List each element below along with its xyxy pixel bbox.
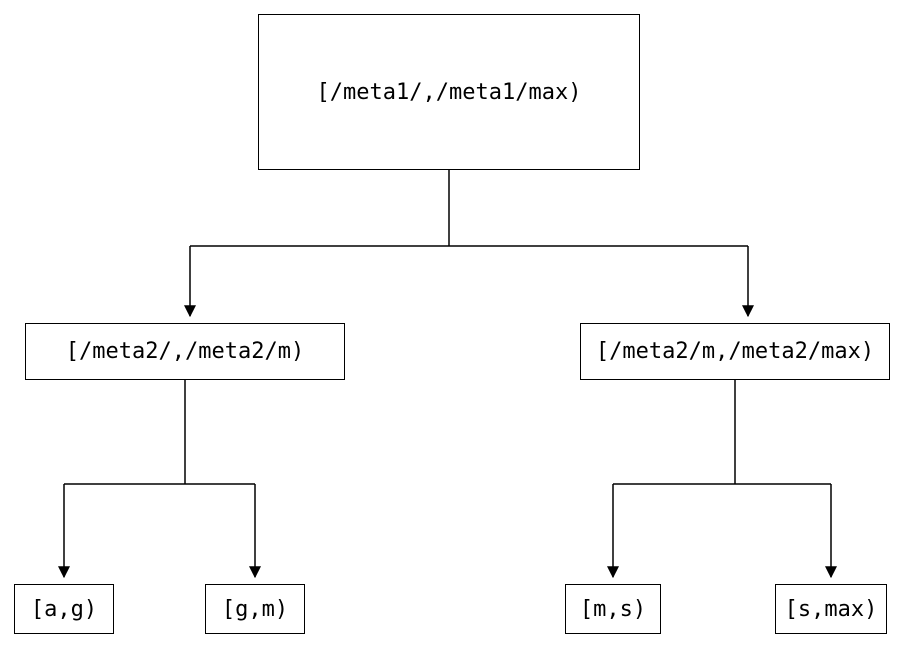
- left-child-node-label: [/meta2/,/meta2/m): [65, 339, 305, 364]
- leaf-node-gm-label: [g,m): [221, 596, 289, 622]
- left-child-node: [/meta2/,/meta2/m): [25, 323, 345, 380]
- root-node-label: [/meta1/,/meta1/max): [316, 79, 582, 105]
- leaf-node-smax-label: [s,max): [784, 596, 878, 622]
- leaf-node-gm: [g,m): [205, 584, 305, 634]
- leaf-node-ag-label: [a,g): [30, 596, 98, 622]
- leaf-node-ms: [m,s): [565, 584, 661, 634]
- root-node: [/meta1/,/meta1/max): [258, 14, 640, 170]
- leaf-node-smax: [s,max): [775, 584, 887, 634]
- leaf-node-ag: [a,g): [14, 584, 114, 634]
- right-child-node: [/meta2/m,/meta2/max): [580, 323, 890, 380]
- leaf-node-ms-label: [m,s): [579, 596, 647, 622]
- right-child-node-label: [/meta2/m,/meta2/max): [595, 339, 875, 364]
